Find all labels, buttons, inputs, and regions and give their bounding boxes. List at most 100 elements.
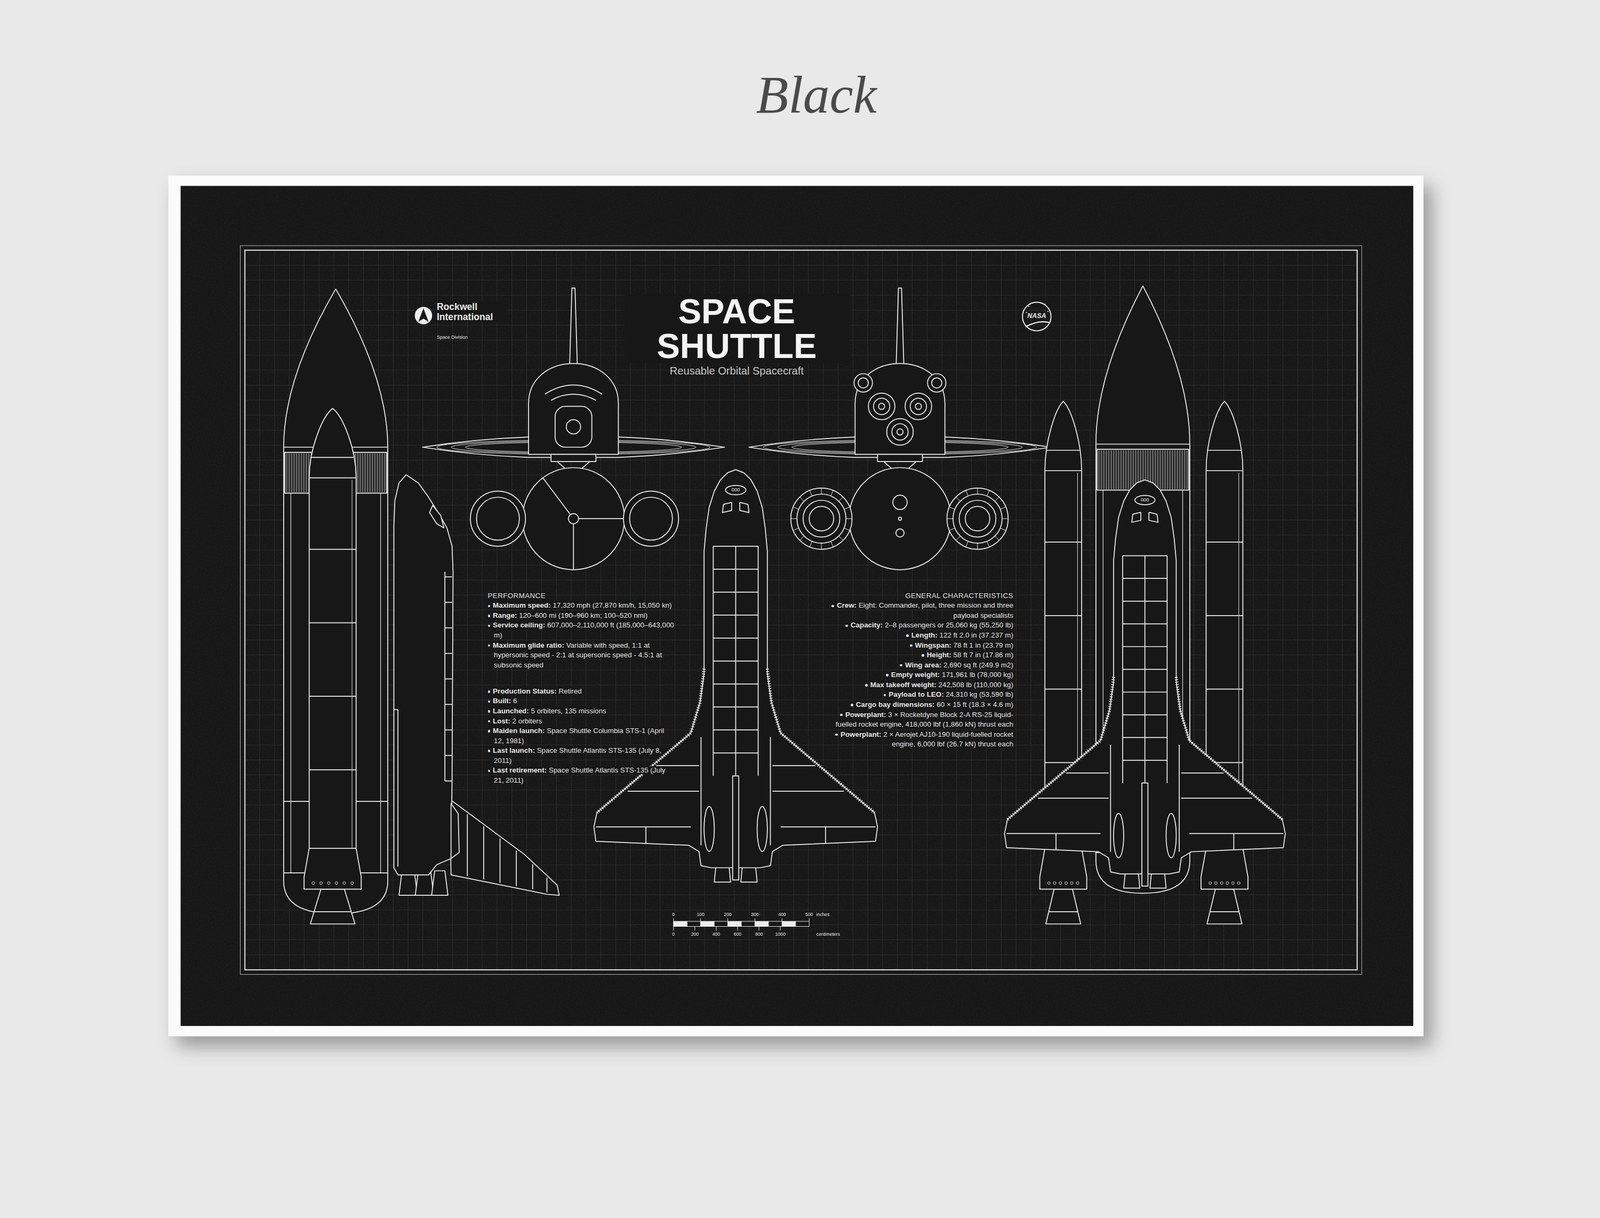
attach-strut <box>908 461 917 469</box>
segment-joint <box>309 621 357 623</box>
skirt-port <box>1226 881 1229 885</box>
section-heading: GENERAL CHARACTERISTICS <box>905 591 1014 600</box>
oms-pod <box>1113 813 1124 858</box>
spec-value: 58 ft 7 in (17.86 m) <box>953 650 1014 659</box>
nasa-roundel <box>1022 302 1052 332</box>
elevon-split <box>1055 833 1057 850</box>
spec-key: Wing area: <box>905 660 942 669</box>
spec-item: Last launch:Space Shuttle Atlantis STS-1… <box>488 745 676 766</box>
scale-segment <box>795 921 810 927</box>
oms-pod <box>757 806 768 852</box>
spec-key: Maximum glide ratio: <box>492 641 565 650</box>
tank-centre <box>898 516 902 520</box>
spec-key: Range: <box>492 611 517 620</box>
spec-key: Capacity: <box>850 620 883 629</box>
intertank-rib <box>1160 450 1161 490</box>
grid-line <box>244 414 1357 416</box>
shuttle-illustration <box>283 285 1286 924</box>
skirt-port <box>350 881 354 885</box>
elevon-hinge <box>595 826 691 828</box>
rockwell-emblem-cut <box>418 308 429 322</box>
booster-nozzle-ring <box>809 506 834 531</box>
booster-section <box>623 491 679 547</box>
scale-tick <box>781 917 783 922</box>
scale-number: 800 <box>755 931 763 937</box>
wing-root <box>770 737 772 846</box>
intertank-rib <box>362 453 363 493</box>
spec-item: Payload to LEO:24,310 kg (53,590 lb) <box>822 689 1014 700</box>
rudder-panel-line <box>515 850 517 886</box>
poster-paper <box>168 175 1424 1036</box>
spec-key: Built: <box>492 696 511 705</box>
booster-rib <box>977 542 978 549</box>
scale-segment <box>714 921 728 927</box>
spec-key: Powerplant: <box>840 730 882 739</box>
payload-door-rib <box>444 729 452 731</box>
spec-item: Maiden launch:Space Shuttle Columbia STS… <box>488 725 676 746</box>
intertank-rib <box>1132 450 1134 490</box>
bullet-dot <box>835 733 838 736</box>
spec-item: Maximum glide ratio:Variable with speed,… <box>488 640 676 671</box>
wing-tile-line <box>772 764 815 766</box>
cockpit-window <box>739 502 749 513</box>
payload-door-rib <box>444 601 452 603</box>
intertank-rib <box>377 453 378 493</box>
bullet-dot <box>883 693 887 697</box>
intertank-rib <box>381 453 383 493</box>
paper-grain <box>180 185 1414 1026</box>
payload-door-rib <box>713 568 758 570</box>
body-flap <box>877 454 923 462</box>
attach-strut <box>557 461 566 469</box>
nose-ring <box>311 457 354 459</box>
skirt-port <box>319 881 323 885</box>
booster-nozzle <box>1045 889 1081 924</box>
payload-door-rib <box>1122 691 1167 693</box>
skirt-port <box>1220 881 1223 885</box>
intertank-rib <box>379 453 381 493</box>
skirt-port <box>1064 881 1068 885</box>
booster-section <box>470 491 526 547</box>
booster-rib <box>986 490 989 496</box>
scale-tick <box>673 926 674 931</box>
vertical-tail <box>732 775 739 880</box>
rudder-panel-line <box>532 864 534 890</box>
bullet-dot <box>488 749 491 752</box>
aft-skirt-line <box>309 847 357 849</box>
block-heading: PERFORMANCE <box>488 590 676 602</box>
scale-tick <box>694 926 695 931</box>
scale-number: 200 <box>691 931 699 937</box>
nasa-swoosh <box>1025 321 1051 327</box>
wing-tile-line <box>1066 772 1109 774</box>
scale-unit: centimeters <box>816 931 840 937</box>
booster-section <box>790 488 853 550</box>
nozzle-ring <box>1209 910 1239 912</box>
oms-engine-throat <box>858 377 869 388</box>
payload-door-rib <box>444 704 452 706</box>
side-view-stack <box>283 289 560 924</box>
elevon-split <box>1233 833 1235 850</box>
intertank-rib <box>291 453 292 493</box>
payload-door-line <box>444 571 446 781</box>
bullet-dot <box>845 624 848 628</box>
booster-rib <box>793 528 799 531</box>
booster-rib <box>845 518 852 519</box>
booster-rib <box>949 528 956 531</box>
scale-segment <box>781 921 796 927</box>
spec-value: Eight: Commander, pilot, three mission a… <box>858 601 1014 620</box>
cockpit-window <box>1131 512 1141 523</box>
booster-rib <box>986 541 989 548</box>
elevon-split <box>645 826 647 844</box>
nose-cap <box>566 419 581 435</box>
vertical-stabilizer <box>450 798 560 895</box>
vertical-tail <box>1141 782 1148 886</box>
spec-value: 2 orbiters <box>512 716 543 725</box>
spec-value: 24,310 kg (53,590 lb) <box>945 690 1013 699</box>
skirt-port <box>1214 881 1218 885</box>
spec-group: Maximum speed:17,320 mph (27,870 km/h, 1… <box>488 600 676 670</box>
scale-number: 0 <box>672 912 675 917</box>
bullet-dot <box>921 653 925 657</box>
skirt-port <box>335 881 339 885</box>
outer-frame <box>240 245 1363 974</box>
block-heading: GENERAL CHARACTERISTICS <box>822 590 1014 602</box>
scale-segment <box>700 921 715 927</box>
